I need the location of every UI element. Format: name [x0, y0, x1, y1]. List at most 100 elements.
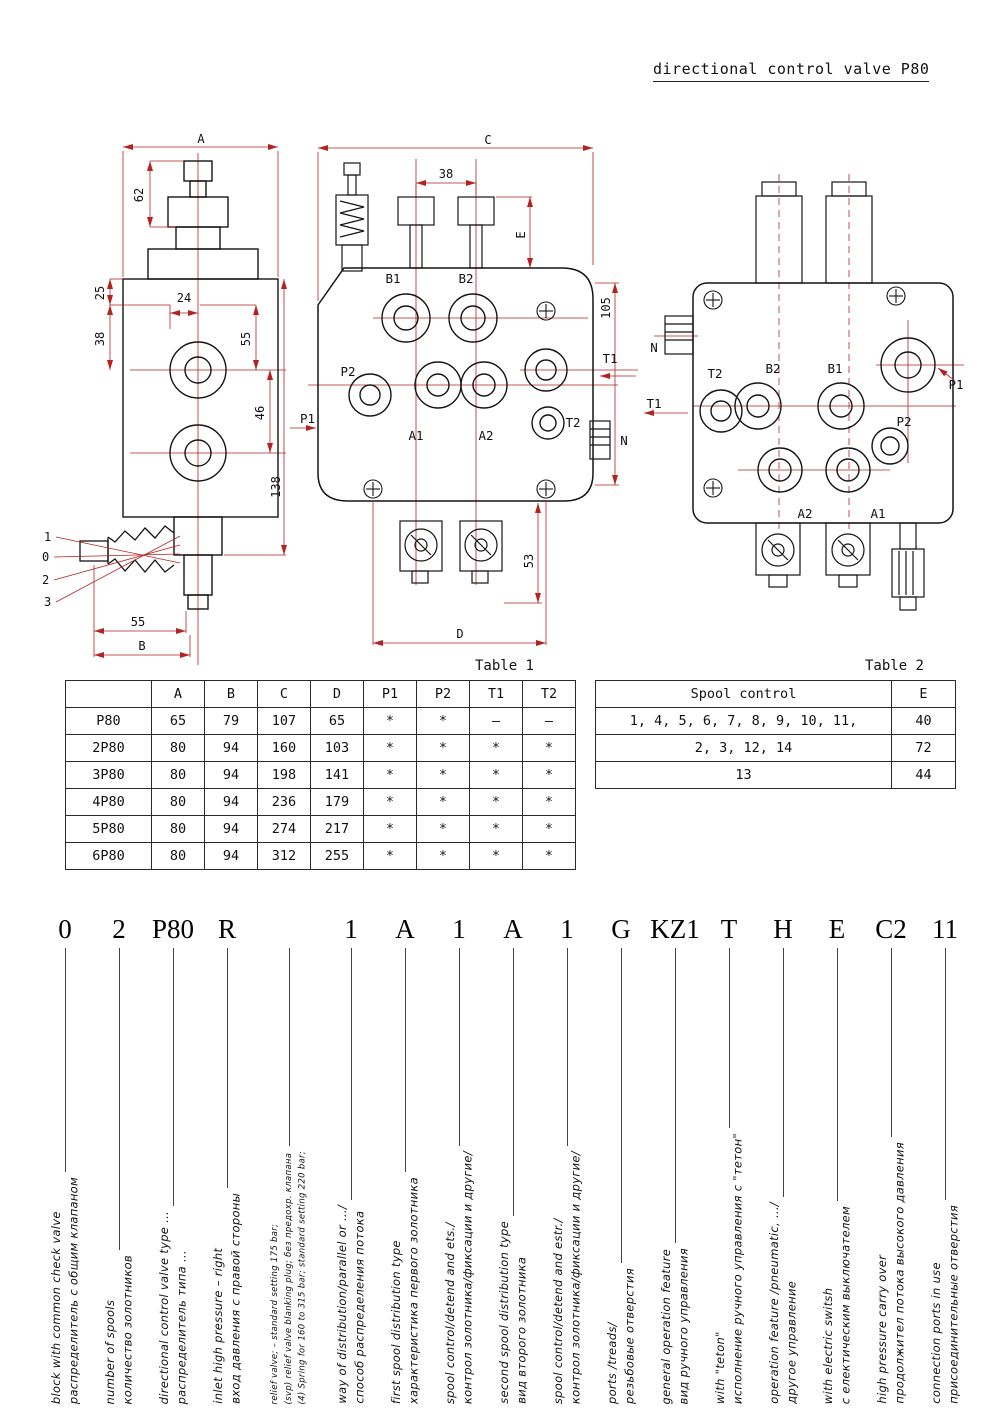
table-cell: *: [522, 842, 576, 870]
ordering-code-leader-line: [172, 948, 174, 1206]
table-cell: 198: [257, 761, 311, 789]
dim-55-upper-label: 55: [239, 332, 253, 346]
description-line: relief valve; – standard setting 175 bar…: [269, 1223, 280, 1404]
port-b1: [817, 382, 865, 430]
table-row: 1, 4, 5, 6, 7, 8, 9, 10, 11,40: [595, 707, 956, 735]
port-b2-label: B2: [458, 271, 473, 286]
port-t1-label: T1: [602, 351, 617, 366]
lever-pos-1-label: 1: [44, 530, 51, 544]
ordering-code-leader-line: [226, 948, 228, 1189]
port-a1: [825, 447, 871, 493]
dim-105-label: 105: [599, 297, 613, 319]
table-cell: *: [363, 842, 417, 870]
lever-position-labels: 1 0 2 3: [42, 530, 51, 609]
table-cell: 1, 4, 5, 6, 7, 8, 9, 10, 11,: [595, 707, 892, 735]
port-labels: B1 B2 P2 P1 A1 A2 T1 T2 N: [300, 271, 628, 448]
ordering-code-leader-line: [350, 948, 352, 1201]
n-fitting: [589, 420, 611, 460]
table-cell: 6P80: [65, 842, 152, 870]
ordering-code-description: spool control/detend and ets./контрол зо…: [441, 1151, 477, 1404]
port-b2: [734, 382, 782, 430]
table-cell: *: [416, 707, 470, 735]
page-title: directional control valve P80: [653, 60, 930, 82]
column-header: P2: [416, 680, 470, 708]
lever-pos-3-label: 3: [44, 595, 51, 609]
port-b1-label: B1: [385, 271, 400, 286]
description-line: with electric switsh: [820, 1287, 835, 1404]
table-cell: 236: [257, 788, 311, 816]
dim-24-label: 24: [177, 291, 191, 305]
front-view-drawing: C 38 E 105 53 D B1 B2 P2 P1 A1 A2 T1 T2 …: [290, 133, 638, 646]
description-line: directional control valve type ...: [156, 1210, 171, 1404]
description-line: продолжител потока высокого давления: [892, 1142, 907, 1404]
description-line: high pressure carry over: [874, 1255, 889, 1404]
description-line: распределитель типа ...: [174, 1249, 189, 1404]
ordering-code-leader-line: [288, 948, 290, 1146]
port-p2: [348, 373, 392, 417]
table-cell: *: [363, 815, 417, 843]
ordering-code-value: KZ1: [650, 914, 700, 944]
description-line: присоединительные отверстия: [946, 1205, 961, 1404]
description-line: way of distribution/parallel or .../: [334, 1205, 349, 1404]
lever-pos-0-label: 0: [42, 550, 49, 564]
ordering-code-description: operation feature /pneumatic, .../другое…: [765, 1202, 801, 1404]
table-cell: 13: [595, 761, 892, 789]
port-t2-label: T2: [707, 366, 722, 381]
table-cell: *: [522, 761, 576, 789]
ordering-code-leader-line: [890, 948, 892, 1138]
centerlines: [130, 153, 286, 665]
port-p1-label: P1: [300, 411, 315, 426]
port-a1-label: A1: [870, 506, 885, 521]
description-line: контрол золотника/фиксации и другие/: [460, 1150, 475, 1404]
description-line: general operation feature: [658, 1248, 673, 1404]
ordering-code-leader-line: [512, 948, 514, 1217]
table-cell: 274: [257, 815, 311, 843]
table-cell: *: [416, 734, 470, 762]
table-cell: 80: [151, 734, 205, 762]
table-cell: 312: [257, 842, 311, 870]
ordering-code-leader-line: [64, 948, 66, 1172]
table-cell: 103: [310, 734, 364, 762]
spool-ends-bottom: [399, 520, 503, 584]
description-line: inlet high pressure – right: [210, 1247, 225, 1404]
description-line: вид ручного управления: [676, 1247, 691, 1404]
port-a2-label: A2: [478, 428, 493, 443]
table1-caption: Table 1: [474, 658, 534, 674]
port-b2-label: B2: [765, 361, 780, 376]
description-line: spool control/detend and ets./: [442, 1222, 457, 1404]
description-line: second spool distribution type: [496, 1221, 511, 1404]
ordering-code-value: 11: [932, 914, 958, 944]
table-cell: 44: [891, 761, 956, 789]
column-header: P1: [363, 680, 417, 708]
description-line: spool control/detend and estr./: [550, 1218, 565, 1404]
bolt-holes: [363, 301, 556, 499]
table-cell: *: [522, 734, 576, 762]
table-cell: 79: [204, 707, 258, 735]
column-header: Spool control: [595, 680, 892, 708]
description-line: количество золотников: [120, 1254, 135, 1404]
table-cell: 179: [310, 788, 364, 816]
column-header: [65, 680, 152, 708]
description-line: (4) Spring for 160 to 315 bar; standard …: [297, 1150, 308, 1404]
ordering-code-value: A: [503, 914, 523, 944]
description-line: with "teton": [712, 1331, 727, 1404]
dim-b-label: B: [138, 639, 145, 653]
spool-ends-bottom: [755, 522, 871, 588]
table-cell: 94: [204, 815, 258, 843]
table-cell: 2P80: [65, 734, 152, 762]
